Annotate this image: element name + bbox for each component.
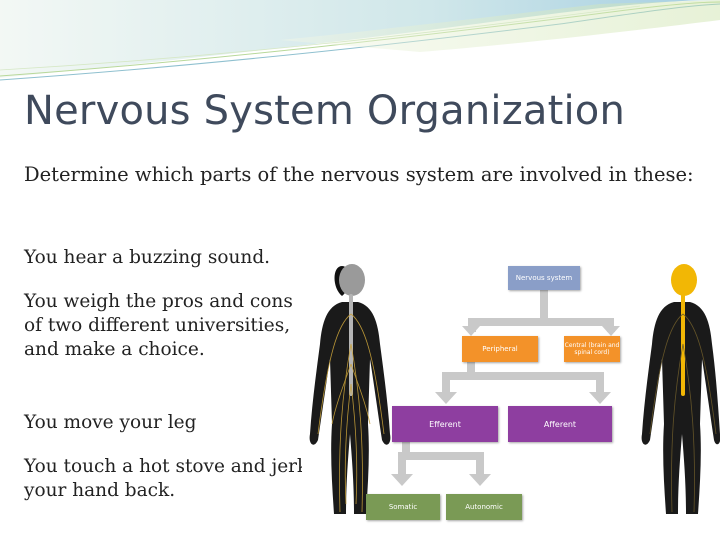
afferent-box: Afferent — [508, 406, 612, 442]
nervous-system-box: Nervous system — [508, 266, 580, 290]
peripheral-box: Peripheral — [462, 336, 538, 362]
intro-text: Determine which parts of the nervous sys… — [24, 163, 694, 186]
scenario-item: You weigh the pros and cons of two diffe… — [24, 291, 293, 360]
efferent-label: Efferent — [429, 419, 461, 429]
peripheral-label: Peripheral — [482, 345, 518, 353]
central-box: Central (brain and spinal cord) — [564, 336, 620, 362]
page-title: Nervous System Organization — [24, 88, 626, 134]
somatic-box: Somatic — [366, 494, 440, 520]
nervous-system-diagram: Nervous system Peripheral Central (brain… — [302, 244, 720, 524]
somatic-label: Somatic — [388, 503, 418, 511]
scenario-item: You touch a hot stove and jerk your hand… — [24, 456, 309, 501]
header-decoration — [0, 0, 720, 81]
autonomic-box: Autonomic — [446, 494, 522, 520]
human-figure-right — [641, 264, 720, 514]
diagram-graphics — [309, 264, 720, 514]
autonomic-label: Autonomic — [465, 503, 503, 511]
human-figure-left — [309, 264, 391, 514]
afferent-label: Afferent — [543, 419, 577, 429]
diagram-arrows — [391, 290, 620, 486]
scenario-item: You move your leg — [24, 412, 197, 433]
scenario-item: You hear a buzzing sound. — [24, 247, 271, 268]
nervous-system-label: Nervous system — [515, 274, 573, 282]
central-label: Central (brain and spinal cord) — [564, 342, 620, 356]
efferent-box: Efferent — [392, 406, 498, 442]
